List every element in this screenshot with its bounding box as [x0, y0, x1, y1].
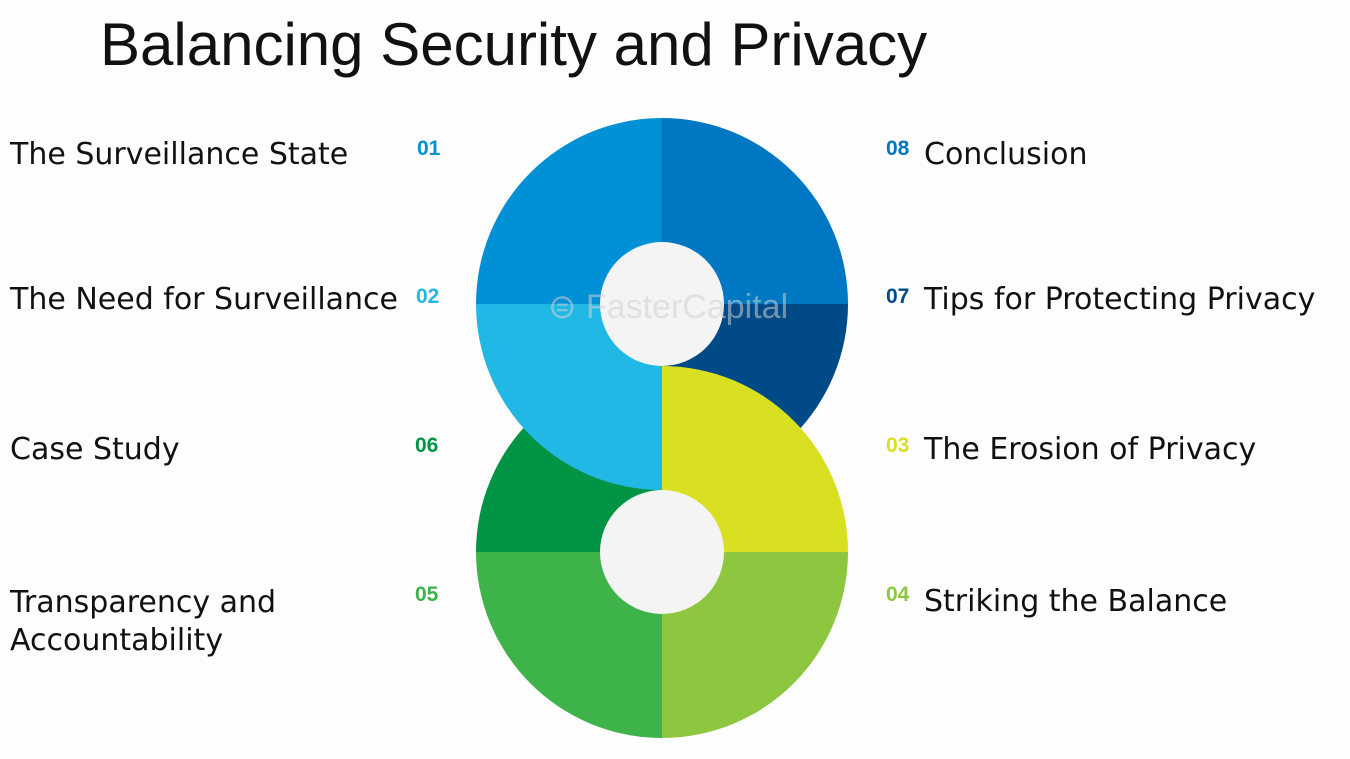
item-number-08: 08: [886, 137, 910, 160]
item-label-03: The Erosion of Privacy: [924, 432, 1257, 467]
bottom-ring-hole: [600, 490, 724, 614]
item-number-04: 04: [886, 583, 910, 606]
item-number-03: 03: [886, 434, 910, 457]
segment-03: [662, 366, 848, 552]
item-label-08: Conclusion: [924, 137, 1088, 172]
watermark-logo: ⊜ FasterCapital: [548, 288, 788, 326]
item-number-07: 07: [886, 285, 910, 308]
item-number-01: 01: [417, 137, 441, 160]
item-label-06: Case Study: [10, 432, 180, 467]
top-ring-hole: [600, 242, 724, 366]
page-title: Balancing Security and Privacy: [100, 11, 928, 78]
segment-01: [476, 118, 662, 304]
segment-04: [662, 552, 848, 738]
segment-08: [662, 118, 848, 304]
item-number-05: 05: [415, 583, 439, 606]
item-label-02: The Need for Surveillance: [10, 282, 399, 317]
item-label-07: Tips for Protecting Privacy: [924, 282, 1316, 317]
item-number-02: 02: [416, 285, 440, 308]
segment-02: [476, 304, 662, 490]
item-number-06: 06: [415, 434, 439, 457]
item-label-01: The Surveillance State: [10, 137, 349, 172]
segment-05: [476, 552, 662, 738]
item-label-04: Striking the Balance: [924, 584, 1228, 619]
item-label-05: Transparency and Accountability: [10, 585, 277, 658]
